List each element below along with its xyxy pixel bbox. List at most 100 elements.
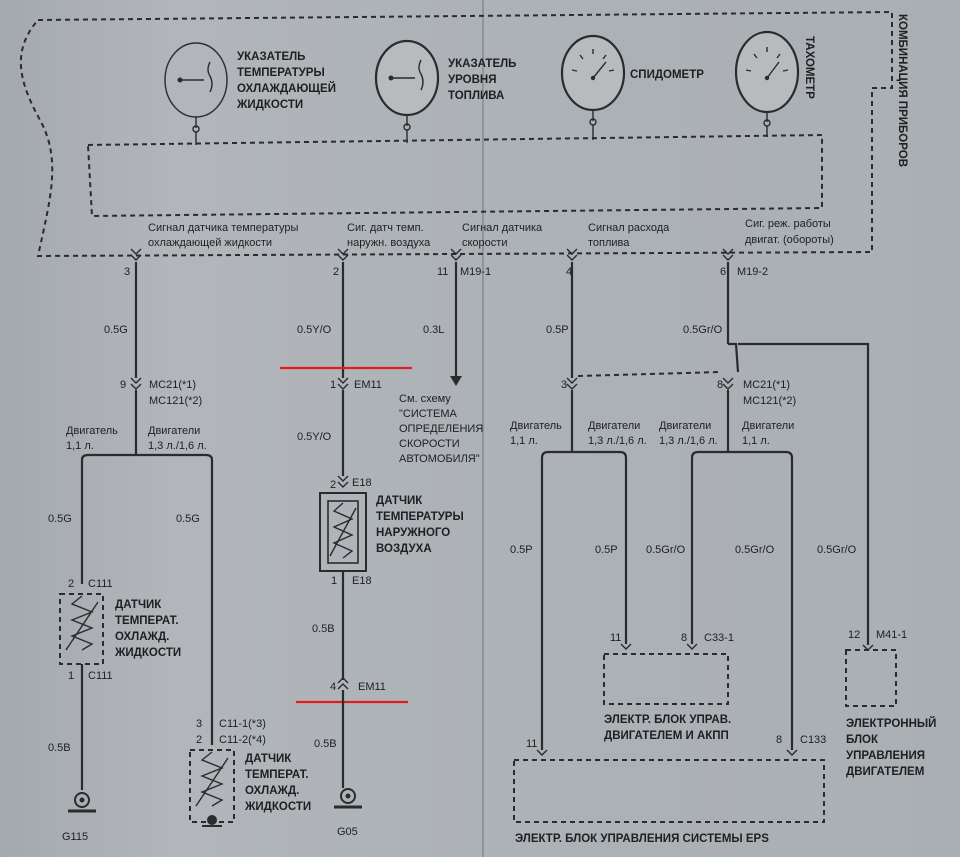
diagram-label: ДАТЧИК — [245, 753, 292, 765]
diagram-label: 2 — [68, 578, 74, 590]
diagram-label: 0.5G — [104, 324, 128, 336]
pin-chevron-4 — [566, 248, 578, 261]
diagram-label: G05 — [337, 826, 358, 838]
diagram-label: Двигатели — [148, 425, 200, 437]
see-note-2: "СИСТЕМА — [399, 408, 458, 420]
diagram-label: 3 — [196, 718, 202, 730]
coolant-sensor-11 — [59, 593, 104, 665]
see-note-4: СКОРОСТИ — [399, 438, 460, 450]
ground-g115-icon — [68, 792, 96, 813]
diagram-label: C11-2(*4) — [219, 734, 266, 746]
diagram-label: Двигатель — [510, 420, 562, 432]
diagram-label: Двигатели — [588, 420, 640, 432]
diagram-label: ЭЛЕКТРОННЫЙ — [846, 717, 936, 730]
signal-label-fuel-1: Сигнал расхода — [588, 222, 670, 234]
diagram-label: ЭЛЕКТР. БЛОК УПРАВ. — [604, 714, 731, 726]
see-note-3: ОПРЕДЕЛЕНИЯ — [399, 423, 483, 435]
coolant-gauge-label-3: ОХЛАЖДАЮЩЕЙ — [237, 82, 336, 95]
diagram-label: 1,1 л. — [510, 435, 538, 447]
signal-label-rpm-2: двигат. (обороты) — [745, 234, 834, 246]
diagram-label: 0.5Y/O — [297, 431, 332, 443]
diagram-label: MC21(*1) — [149, 379, 196, 391]
diagram-label: УПРАВЛЕНИЯ — [846, 750, 925, 762]
diagram-label: MC121(*2) — [743, 395, 796, 407]
connector-em11-bottom — [337, 677, 349, 690]
diagram-label: Двигатель — [66, 425, 118, 437]
coolant-sensor-13 — [189, 749, 235, 827]
diagram-label: ТЕМПЕРАТУРЫ — [376, 511, 464, 523]
diagram-label: 8 — [681, 632, 687, 644]
diagram-label: ТЕМПЕРАТ. — [245, 769, 309, 781]
speed-arrow-icon — [450, 376, 462, 386]
diagram-label: 0.5Y/O — [297, 324, 332, 336]
diagram-label: 4 — [330, 681, 336, 693]
diagram-label: MC121(*2) — [149, 395, 202, 407]
diagram-label: C33-1 — [704, 632, 734, 644]
see-note-5: АВТОМОБИЛЯ" — [399, 453, 480, 465]
diagram-label: БЛОК — [846, 734, 879, 746]
diagram-label: 0.5B — [312, 623, 335, 635]
diagram-label: 1 — [68, 670, 74, 682]
signal-label-speed-1: Сигнал датчика — [462, 222, 543, 234]
diagram-label: 0.5Gr/O — [735, 544, 775, 556]
cluster-pins — [130, 248, 734, 261]
signal-label-coolant-1: Сигнал датчика температуры — [148, 222, 299, 234]
diagram-label: ОХЛАЖД. — [245, 785, 299, 797]
diagram-label: 2 — [196, 734, 202, 746]
signal-label-ambient-1: Сиг. датч темп. — [347, 222, 424, 234]
diagram-label: 9 — [120, 379, 126, 391]
diagram-label: Двигатели — [659, 420, 711, 432]
diagram-label: ЖИДКОСТИ — [244, 801, 311, 813]
pin-6: 6 — [720, 266, 726, 278]
diagram-label: ДАТЧИК — [115, 599, 162, 611]
engine-ecu-box — [845, 649, 897, 707]
diagram-label: Двигатели — [742, 420, 794, 432]
diagram-label: 1,1 л. — [66, 440, 94, 452]
diagram-label: C111 — [88, 578, 113, 590]
connector-em11-top — [337, 377, 349, 390]
diagram-label: ЖИДКОСТИ — [114, 647, 181, 659]
signal-label-speed-2: скорости — [462, 237, 507, 249]
signal-label-coolant-2: охлаждающей жидкости — [148, 237, 272, 249]
signal-label-ambient-2: наружн. воздуха — [347, 237, 431, 249]
wire-coolant-split — [80, 453, 214, 461]
diagram-label: 2 — [330, 479, 336, 491]
connector-c33-pin8 — [686, 643, 698, 650]
connector-m19-1: M19-1 — [460, 266, 491, 278]
diagram-label: EM11 — [354, 379, 382, 391]
coolant-gauge-label-4: ЖИДКОСТИ — [236, 99, 303, 111]
diagram-label: 3 — [561, 379, 567, 391]
eps-ecu-box — [513, 759, 825, 823]
engine-atm-ecu-box — [603, 653, 729, 705]
diagram-label: 0.5Gr/O — [817, 544, 857, 556]
connector-mc21-right — [722, 377, 734, 390]
connector-c33-pin11 — [620, 643, 632, 650]
diagram-label: 8 — [717, 379, 723, 391]
diagram-label: УКАЗАТЕЛЬ — [448, 58, 516, 70]
diagram-label: КОМБИНАЦИЯ ПРИБОРОВ — [896, 14, 908, 167]
diagram-label: 0.5B — [314, 738, 337, 750]
diagram-label: 0.5G — [48, 513, 72, 525]
coolant-gauge-label-1: УКАЗАТЕЛЬ — [237, 51, 305, 63]
diagram-label: 11 — [526, 738, 537, 750]
diagram-label: ТЕМПЕРАТ. — [115, 615, 179, 627]
diagram-label: E18 — [352, 477, 372, 489]
diagram-label: C11-1(*3) — [219, 718, 266, 730]
ambient-temp-sensor — [319, 492, 367, 572]
see-note-1: См. схему — [399, 393, 451, 405]
diagram-label: ДВИГАТЕЛЕМ И АКПП — [604, 730, 729, 742]
coolant-temp-gauge: УКАЗАТЕЛЬ ТЕМПЕРАТУРЫ ОХЛАЖДАЮЩЕЙ ЖИДКОС… — [164, 42, 336, 133]
cluster-inner-bus — [86, 133, 823, 218]
wire-rpm-split — [690, 450, 794, 459]
tachometer: ТАХОМЕТР — [734, 30, 815, 127]
diagram-label: УРОВНЯ — [448, 74, 497, 86]
connector-mc21-left — [130, 377, 142, 390]
diagram-label: 8 — [776, 734, 782, 746]
diagram-label: M41-1 — [876, 629, 907, 641]
diagram-label: ТОПЛИВА — [448, 90, 504, 102]
pin-2: 2 — [333, 266, 339, 278]
fuel-level-gauge: УКАЗАТЕЛЬ УРОВНЯ ТОПЛИВА — [374, 39, 516, 131]
cluster-outline — [19, 10, 893, 258]
